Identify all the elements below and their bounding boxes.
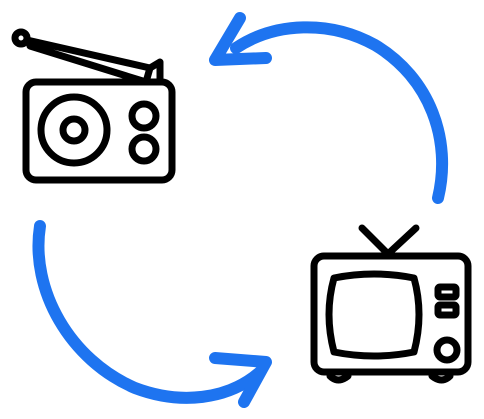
radio-body bbox=[22, 78, 176, 184]
radio-knob-top bbox=[128, 100, 160, 132]
radio-icon bbox=[11, 28, 176, 184]
curved-arrow-top-shaft bbox=[230, 21, 449, 204]
radio-speaker-inner bbox=[59, 115, 89, 145]
tv-antenna bbox=[358, 224, 420, 258]
curved-arrow-bottom-head bbox=[209, 352, 272, 408]
tv-button-top bbox=[434, 283, 460, 301]
radio-knob-bottom bbox=[128, 133, 160, 165]
curved-arrow-top-head bbox=[209, 12, 272, 66]
tv-foot-right bbox=[428, 372, 454, 384]
tv-foot-left bbox=[326, 372, 352, 384]
tv-body bbox=[310, 252, 472, 376]
curved-arrow-top bbox=[209, 12, 449, 204]
tv-screen bbox=[325, 270, 423, 360]
television-icon bbox=[310, 224, 472, 384]
radio-antenna-mount bbox=[146, 58, 164, 86]
tv-button-middle bbox=[434, 301, 460, 319]
tv-knob bbox=[433, 336, 461, 364]
curved-arrow-bottom-shaft bbox=[32, 220, 266, 404]
curved-arrow-bottom bbox=[32, 220, 272, 408]
radio-antenna-rod bbox=[23, 36, 154, 86]
radio-speaker-outer bbox=[37, 93, 111, 167]
